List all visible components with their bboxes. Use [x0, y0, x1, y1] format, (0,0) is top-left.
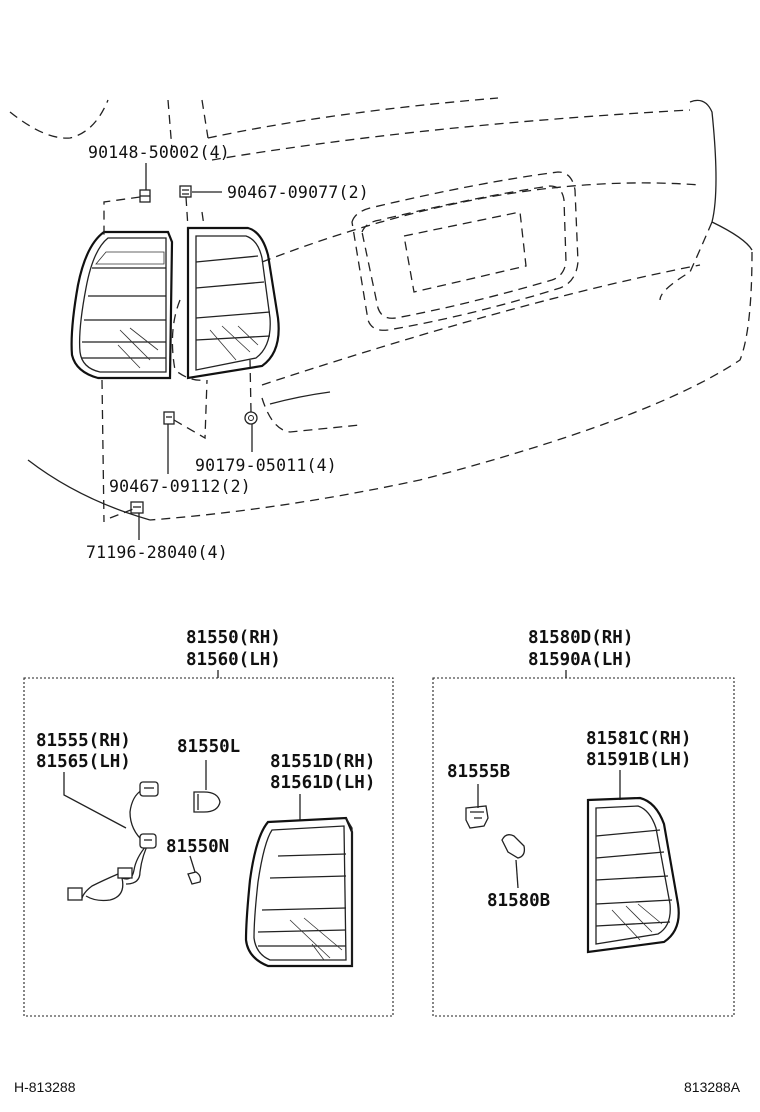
lens-81551D-icon	[244, 794, 354, 968]
left-assembly-box	[23, 677, 394, 1017]
callout-90148-50002: 90148-50002(4)	[88, 143, 230, 162]
callout-90179-05011: 90179-05011(4)	[195, 456, 337, 475]
fastener-90148-50002-screw	[139, 189, 151, 203]
label-bulb-81550N: 81550N	[166, 837, 229, 857]
label-lens-lh: 81561D(LH)	[270, 773, 375, 793]
fastener-71196-28040-clip	[130, 501, 144, 514]
label-socket-lh: 81565(LH)	[36, 752, 131, 772]
label-lens-81581C-rh: 81581C(RH)	[586, 729, 691, 749]
bulb-81550N-icon	[187, 855, 202, 885]
label-socket-81555B: 81555B	[447, 762, 510, 782]
inner-tail-lamp	[186, 226, 280, 380]
left-box-header-lh: 81560(LH)	[186, 650, 281, 670]
callout-leaders	[138, 163, 253, 540]
outer-tail-lamp	[70, 230, 174, 380]
label-lens-rh: 81551D(RH)	[270, 752, 375, 772]
license-plate-recess	[351, 171, 579, 331]
fastener-90467-09077-clip	[179, 185, 192, 198]
right-box-header-lh: 81590A(LH)	[528, 650, 633, 670]
label-bulb-81550L: 81550L	[177, 737, 240, 757]
callout-71196-28040: 71196-28040(4)	[86, 543, 228, 562]
footer-right-code: 813288A	[684, 1079, 741, 1095]
lens-81581C-icon	[586, 770, 680, 954]
left-box-header-rh: 81550(RH)	[186, 628, 281, 648]
socket-wire-harness	[63, 772, 159, 902]
right-box-header-rh: 81580D(RH)	[528, 628, 633, 648]
footer-left-code: H-813288	[14, 1079, 76, 1095]
fastener-90179-05011-nut	[244, 411, 258, 425]
fastener-90467-09112-clip	[163, 411, 175, 425]
bulb-81550L-icon	[193, 760, 221, 813]
label-socket-rh: 81555(RH)	[36, 731, 131, 751]
label-bulb-81580B: 81580B	[487, 891, 550, 911]
bulb-81580B-icon	[501, 834, 526, 889]
right-assembly-box	[432, 677, 735, 1017]
assembly-guide-lines	[101, 196, 252, 523]
callout-90467-09077: 90467-09077(2)	[227, 183, 369, 202]
socket-81555B-icon	[465, 784, 489, 829]
label-lens-81591B-lh: 81591B(LH)	[586, 750, 691, 770]
callout-90467-09112: 90467-09112(2)	[109, 477, 251, 496]
vehicle-rear-outline	[9, 97, 753, 521]
